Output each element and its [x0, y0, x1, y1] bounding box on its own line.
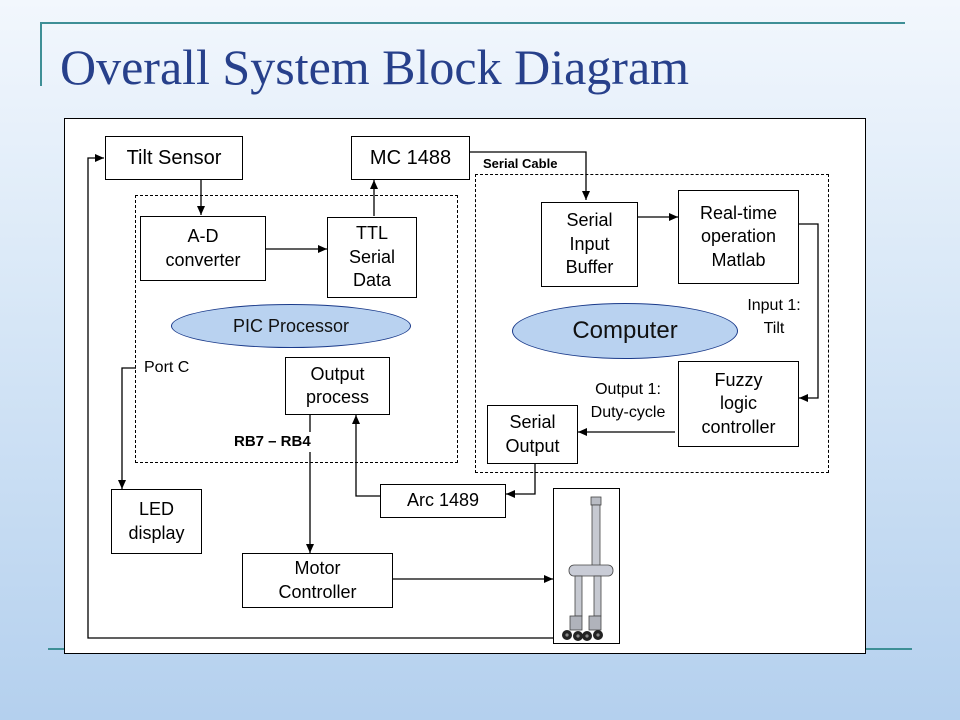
wire-matlab-to-fuzzy: [798, 223, 819, 402]
serial-cable-label: Serial Cable: [483, 156, 558, 171]
output-duty-cycle-label: Output 1: Duty-cycle: [590, 381, 666, 422]
wire-robot-to-tilt-feedback: [87, 154, 565, 639]
wire-serial-output-to-arc1489: [506, 464, 536, 498]
pic-processor-group: [135, 195, 458, 463]
tilt-sensor-block: Tilt Sensor: [105, 136, 243, 180]
serial-output-block: Serial Output: [487, 405, 578, 464]
ttl-serial-data-block: TTL Serial Data: [327, 217, 417, 298]
wire-mc1488-to-serial-input: [470, 151, 590, 200]
ad-converter-block: A-D converter: [140, 216, 266, 281]
balancing-robot-icon: [562, 496, 614, 641]
left-accent-line: [40, 22, 42, 86]
rb7-rb4-label: RB7 – RB4: [222, 432, 350, 452]
top-accent-line: [40, 22, 905, 24]
serial-input-buffer-block: Serial Input Buffer: [541, 202, 638, 287]
computer-group: [475, 174, 829, 473]
mc1488-block: MC 1488: [351, 136, 470, 180]
arc1489-block: Arc 1489: [380, 484, 506, 518]
led-display-block: LED display: [111, 489, 202, 554]
robot-image: [553, 488, 620, 644]
output-process-block: Output process: [285, 357, 390, 415]
pic-processor-label: PIC Processor: [171, 304, 411, 348]
motor-controller-block: Motor Controller: [242, 553, 393, 608]
computer-label: Computer: [512, 303, 738, 359]
port-c-label: Port C: [144, 359, 190, 376]
wire-portc-to-led: [118, 367, 136, 489]
input-tilt-label: Input 1: Tilt: [747, 297, 801, 338]
fuzzy-logic-controller-block: Fuzzy logic controller: [678, 361, 799, 447]
page-title: Overall System Block Diagram: [60, 39, 690, 95]
wire-arc1489-to-output-process: [352, 415, 380, 497]
realtime-matlab-block: Real-time operation Matlab: [678, 190, 799, 284]
